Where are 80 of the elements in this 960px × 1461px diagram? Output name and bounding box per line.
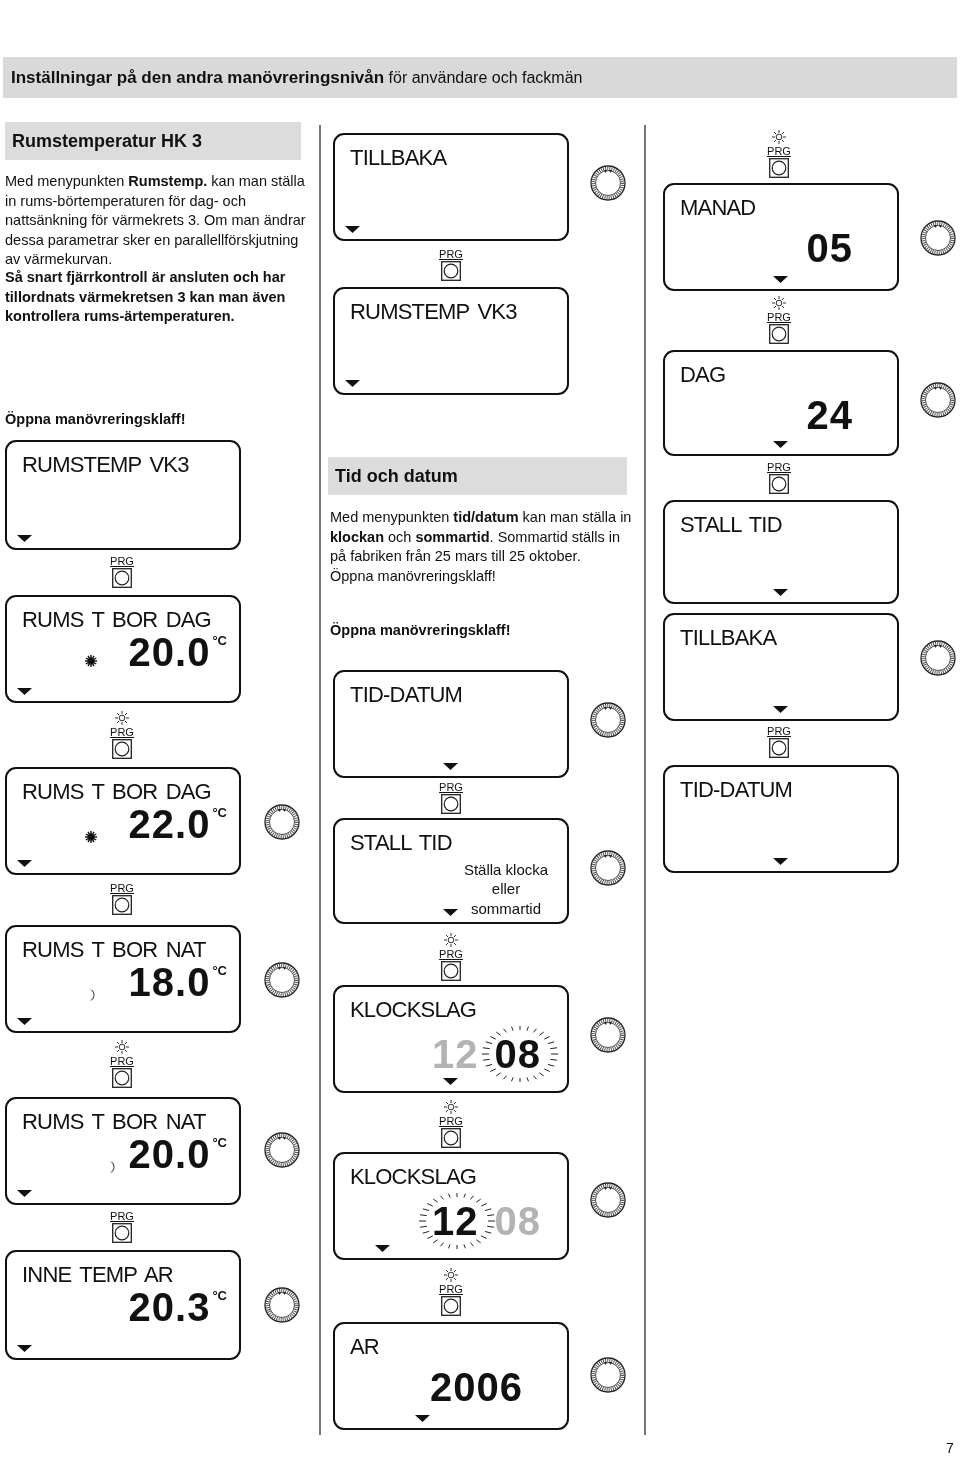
- paragraph-text: Så snart fjärrkontroll är ansluten och har tillordnats värmekretsen 3 kan man även kontrollera rums-ärtemperaturen.: [5, 268, 287, 326]
- paragraph-text: Med menypunkten tid/datum kan man ställa in klockan och sommartid. Sommartid ställs in på fabriken från 25 mars till 25 oktober.: [330, 508, 633, 566]
- lcd-display: [5, 925, 241, 1033]
- button-label: PRG: [438, 1284, 464, 1295]
- unit-label: °C: [212, 963, 227, 978]
- temperature-value: 20.3: [128, 1286, 211, 1328]
- display-value: 05: [806, 226, 853, 270]
- display-text: RUMS T BOR NAT: [22, 1108, 206, 1136]
- lcd-display: [5, 1250, 241, 1360]
- button-label: PRG: [766, 462, 792, 473]
- button-label: PRG: [438, 1116, 464, 1127]
- unit-label: °C: [212, 805, 227, 820]
- display-text: RUMS T BOR DAG: [22, 606, 211, 634]
- display-text: STALL TID: [350, 829, 452, 857]
- lcd-display: [333, 670, 569, 778]
- button-label: PRG: [109, 556, 135, 567]
- display-text: RUMS T BOR DAG: [22, 778, 211, 806]
- lcd-display: [5, 767, 241, 875]
- paragraph-text: Med menypunkten Rumstemp. kan man ställa in rums-börtemperaturen för dag- och nattsänkning för värmekrets 3. Om man ändrar dessa parametrar sker en parallellförskjutning av värmekurvan.: [5, 172, 307, 269]
- time-digits: 08: [494, 1032, 541, 1076]
- display-text: TILLBAKA: [680, 624, 777, 652]
- button-label: PRG: [766, 726, 792, 737]
- unit-label: °C: [212, 1135, 227, 1150]
- temperature-value: 22.0: [128, 803, 211, 845]
- lcd-display: [333, 1152, 569, 1260]
- unit-label: °C: [212, 1288, 227, 1303]
- lcd-display: [663, 613, 899, 721]
- lcd-display: [663, 183, 899, 291]
- time-digits: 08: [494, 1200, 541, 1242]
- lcd-display: [5, 440, 241, 550]
- temperature-value: 20.0: [128, 631, 211, 673]
- time-digits: 12: [432, 1033, 479, 1075]
- lcd-display: [333, 133, 569, 241]
- button-label: PRG: [109, 727, 135, 738]
- time-digits: 12: [432, 1199, 479, 1243]
- paragraph-text: Öppna manövreringsklaff!: [330, 567, 497, 586]
- lcd-display: [663, 500, 899, 604]
- lcd-display: [333, 1322, 569, 1430]
- display-text: MANAD: [680, 194, 756, 222]
- display-value: 24: [806, 393, 853, 437]
- button-label: PRG: [766, 312, 792, 323]
- display-text: AR: [350, 1333, 379, 1361]
- temperature-value: 18.0: [128, 961, 211, 1003]
- button-label: PRG: [438, 949, 464, 960]
- lcd-display: [663, 350, 899, 456]
- button-label: PRG: [109, 883, 135, 894]
- paragraph-text: Öppna manövreringsklaff!: [5, 410, 187, 429]
- display-text: KLOCKSLAG: [350, 996, 477, 1024]
- section-heading: Tid och datum: [335, 465, 458, 487]
- button-label: PRG: [438, 782, 464, 793]
- display-text: DAG: [680, 361, 726, 389]
- paragraph-text: Öppna manövreringsklaff!: [330, 621, 512, 640]
- display-text: TID-DATUM: [350, 681, 463, 709]
- heading-band: [5, 122, 301, 160]
- temperature-value: 20.0: [128, 1133, 211, 1175]
- display-text: TILLBAKA: [350, 144, 447, 172]
- lcd-display: [333, 287, 569, 395]
- page-title: Inställningar på den andra manövreringsnivån för användare och fackmän: [11, 67, 583, 88]
- lcd-display: [333, 985, 569, 1093]
- display-text: RUMSTEMP VK3: [22, 451, 189, 479]
- lcd-display: [333, 818, 569, 924]
- display-value: 2006: [430, 1365, 523, 1409]
- button-label: PRG: [109, 1056, 135, 1067]
- display-text: RUMS T BOR NAT: [22, 936, 206, 964]
- section-heading: Rumstemperatur HK 3: [12, 130, 203, 152]
- display-text: INNE TEMP AR: [22, 1261, 173, 1289]
- display-text: KLOCKSLAG: [350, 1163, 477, 1191]
- display-text: RUMSTEMP VK3: [350, 298, 517, 326]
- page-number: 7: [946, 1440, 954, 1456]
- unit-label: °C: [212, 633, 227, 648]
- lcd-display: [663, 765, 899, 873]
- button-label: PRG: [438, 249, 464, 260]
- lcd-display: [5, 595, 241, 703]
- lcd-display: [5, 1097, 241, 1205]
- note-text: Ställa klocka eller sommartid: [462, 859, 550, 918]
- display-text: TID-DATUM: [680, 776, 793, 804]
- display-text: STALL TID: [680, 511, 782, 539]
- button-label: PRG: [766, 146, 792, 157]
- heading-band: [328, 457, 627, 495]
- button-label: PRG: [109, 1211, 135, 1222]
